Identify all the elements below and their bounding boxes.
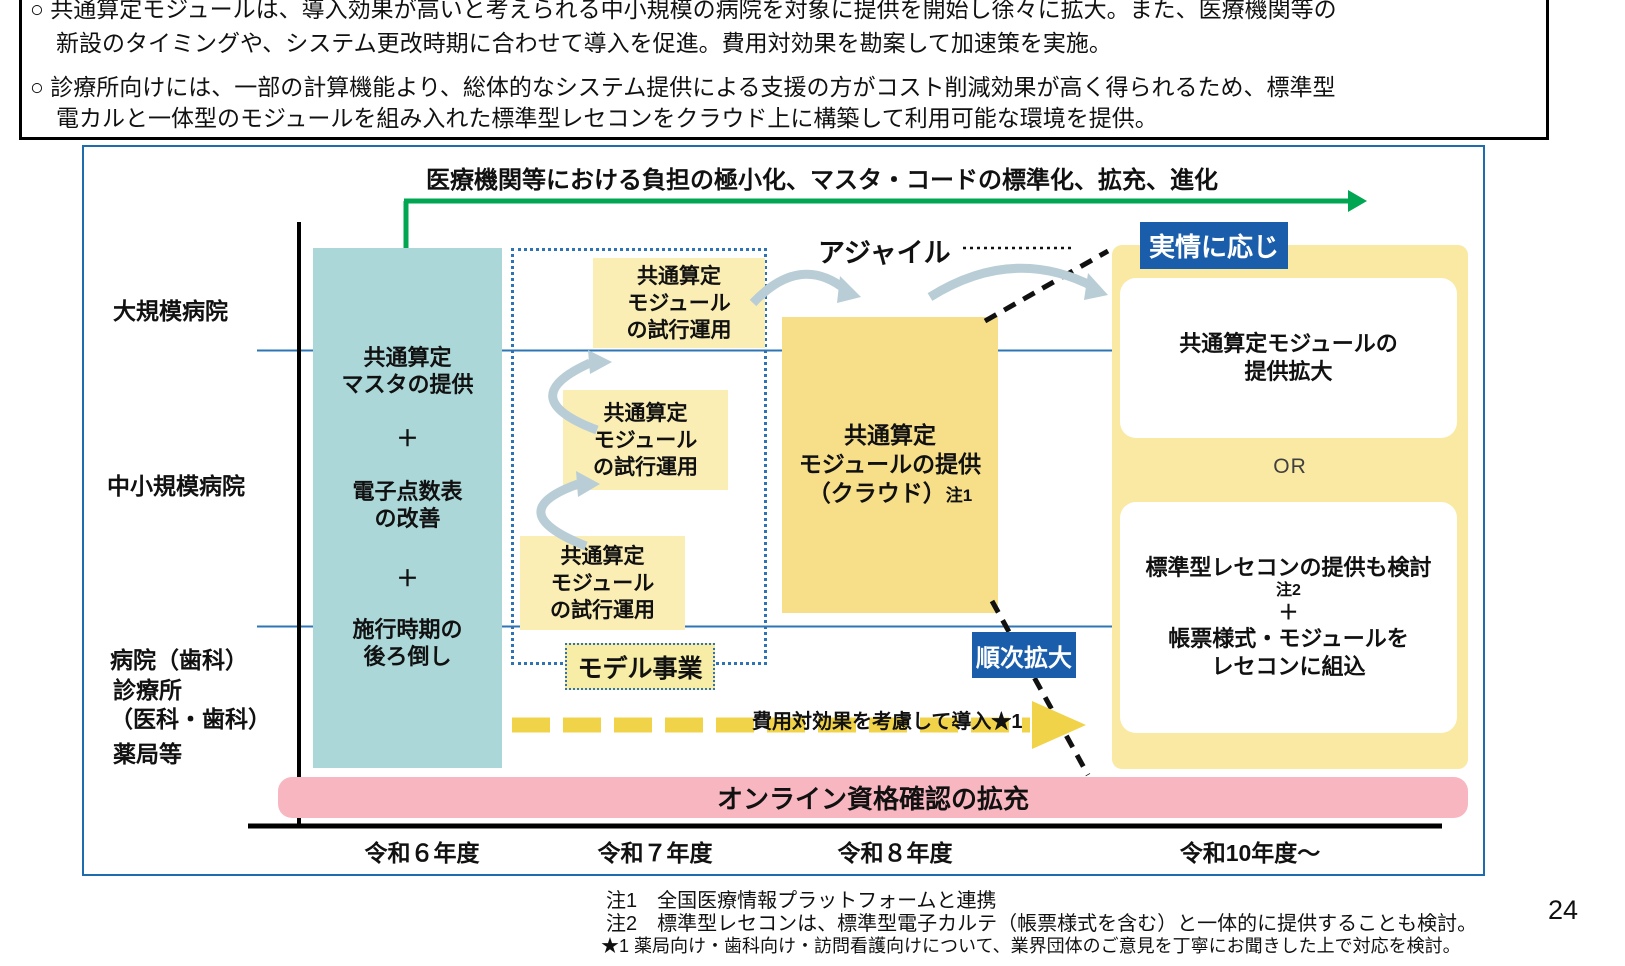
- row-label-mid-hospital: 中小規模病院: [107, 473, 245, 499]
- intro-bullet1-line2: 新設のタイミングや、システム更改時期に合わせて導入を促進。費用対効果を勘案して加…: [56, 30, 1112, 56]
- rececon-line3: レセコンに組込: [1211, 654, 1366, 679]
- online-certification-bar: オンライン資格確認の拡充: [278, 777, 1468, 818]
- intro-bullet1-line1: ○ 共通算定モジュールは、導入効果が高いと考えられる中小規模の病院を対象に提供を…: [30, 0, 1337, 22]
- master-provision-box: 共通算定マスタの提供 ＋ 電子点数表の改善 ＋ 施行時期の後ろ倒し: [313, 248, 502, 768]
- year-label-r7: 令和７年度: [597, 840, 713, 866]
- diagram-title: 医療機関等における負担の極小化、マスタ・コードの標準化、拡充、進化: [426, 167, 1218, 194]
- plus-sign-1: ＋: [396, 426, 419, 451]
- year-label-r10: 令和10年度〜: [1179, 840, 1321, 866]
- year-label-r8: 令和８年度: [837, 840, 953, 866]
- model-project-badge: モデル事業: [565, 643, 715, 690]
- rececon-line2: 帳票様式・モジュールを: [1168, 626, 1409, 651]
- cloud-module-box: 共通算定 モジュールの提供 （クラウド）注1: [782, 317, 998, 613]
- footnote-2: 注2 標準型レセコンは、標準型電子カルテ（帳票様式を含む）と一体的に提供すること…: [606, 913, 1478, 935]
- rececon-box: 標準型レセコンの提供も検討 注2 ＋ 帳票様式・モジュールを レセコンに組込: [1120, 502, 1457, 733]
- fit-to-situation-badge: 実情に応じ: [1140, 222, 1288, 269]
- cost-effect-label: 費用対効果を考慮して導入★1: [752, 711, 1023, 733]
- intro-bullet2-line1: ○ 診療所向けには、一部の計算機能より、総体的なシステム提供による支援の方がコス…: [30, 74, 1336, 100]
- row-label-pharmacy: 薬局等: [113, 741, 182, 767]
- footnote-star: ★1 薬局向け・歯科向け・訪問看護向けについて、業界団体のご意見を丁寧にお聞きし…: [601, 936, 1461, 956]
- pilot-run-box-1: 共通算定モジュールの試行運用: [593, 258, 765, 348]
- or-label: OR: [1273, 455, 1307, 478]
- plus-sign-2: ＋: [396, 566, 419, 591]
- page-number: 24: [1548, 895, 1579, 925]
- master-provision-text-3: 施行時期の後ろ倒し: [352, 617, 463, 669]
- row-label-clinic: 診療所: [113, 677, 182, 703]
- rececon-line1: 標準型レセコンの提供も検討: [1145, 555, 1432, 580]
- module-expansion-box: 共通算定モジュールの提供拡大: [1120, 278, 1457, 438]
- row-label-large-hospital: 大規模病院: [113, 298, 228, 324]
- row-label-dental-hospital: 病院（歯科）: [110, 647, 248, 673]
- rececon-plus: ＋: [1278, 602, 1299, 624]
- green-arrow-head: [1348, 190, 1367, 212]
- pilot-run-box-3: 共通算定モジュールの試行運用: [520, 536, 685, 630]
- master-provision-text-1: 共通算定マスタの提供: [341, 345, 474, 397]
- pilot-run-box-2: 共通算定モジュールの試行運用: [563, 390, 728, 490]
- intro-box: [19, 0, 1549, 140]
- sequential-expansion-badge: 順次拡大: [972, 632, 1076, 678]
- row-label-medical-dental: （医科・歯科）: [110, 706, 271, 732]
- note1-ref: 注1: [945, 485, 973, 505]
- footnote-1: 注1 全国医療情報プラットフォームと連携: [606, 890, 997, 912]
- note2-ref: 注2: [1276, 582, 1301, 599]
- master-provision-text-2: 電子点数表の改善: [352, 479, 463, 531]
- year-label-r6: 令和６年度: [364, 840, 480, 866]
- agile-label: アジャイル: [818, 238, 951, 268]
- intro-bullet2-line2: 電カルと一体型のモジュールを組み入れた標準型レセコンをクラウド上に構築して利用可…: [56, 105, 1158, 131]
